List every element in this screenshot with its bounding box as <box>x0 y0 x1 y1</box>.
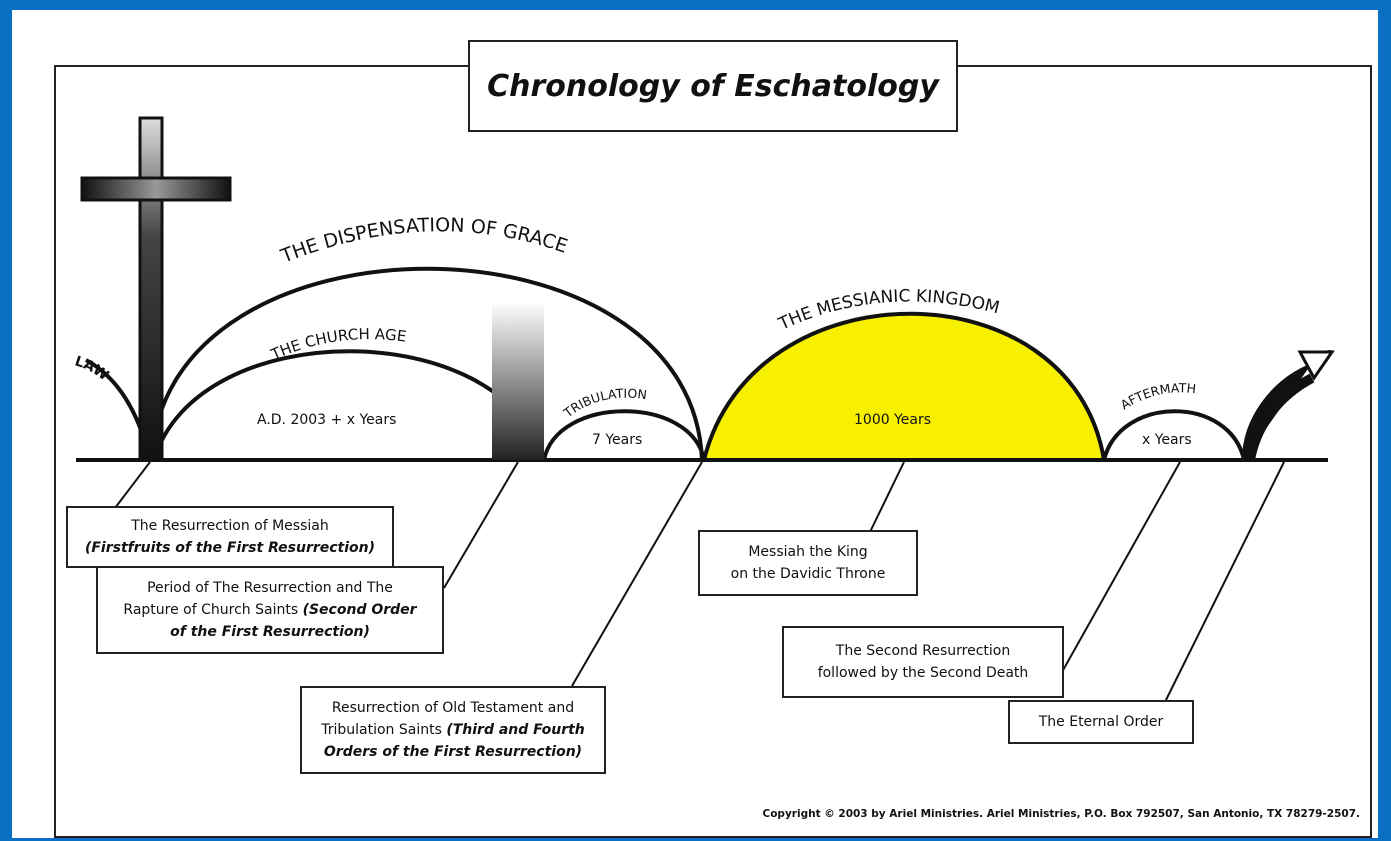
leader-line-rapture <box>443 461 519 589</box>
aftermath-years: x Years <box>1142 432 1192 448</box>
note-eternal-order: The Eternal Order <box>1008 700 1194 744</box>
law-label: LAW <box>73 353 112 384</box>
leader-line-eternal-order <box>1163 461 1285 705</box>
leader-line-messiah-king <box>869 461 905 533</box>
messianic-kingdom-arc <box>701 311 1107 462</box>
tribulation-arc <box>542 409 706 461</box>
note-messiah-king: Messiah the King on the Davidic Throne <box>698 530 918 596</box>
note-resurrection-messiah: The Resurrection of Messiah (Firstfruits… <box>66 506 394 568</box>
note-text: (Second Order <box>302 602 417 618</box>
leader-line-messiah-resurrection <box>114 461 151 509</box>
church-age-years: A.D. 2003 + x Years <box>257 412 396 428</box>
note-line: Resurrection of Old Testament and <box>331 700 575 716</box>
note-line: Orders of the First Resurrection) <box>323 744 583 760</box>
note-line: The Eternal Order <box>1038 714 1164 730</box>
note-line: of the First Resurrection) <box>170 624 370 640</box>
note-line: (Firstfruits of the First Resurrection) <box>84 540 376 556</box>
note-ot-saints: Resurrection of Old Testament and Tribul… <box>300 686 606 774</box>
note-rapture: Period of The Resurrection and The Raptu… <box>96 566 444 654</box>
note-line: Messiah the King <box>748 544 868 560</box>
dispensation-label: THE DISPENSATION OF GRACE <box>277 214 570 268</box>
tribulation-label: TRIBULATION <box>560 386 648 421</box>
note-line: Period of The Resurrection and The <box>147 580 393 596</box>
cross-icon <box>80 116 232 462</box>
copyright-notice: Copyright © 2003 by Ariel Ministries. Ar… <box>762 808 1360 820</box>
note-text: (Third and Fourth <box>446 722 585 738</box>
aftermath-arc <box>1102 409 1246 461</box>
timeline-diagram: LAW THE DISPENSATION OF GRACE THE CHURCH… <box>73 116 1335 705</box>
leader-line-second-resurrection <box>1061 461 1181 673</box>
note-text: Rapture of Church Saints <box>123 602 303 618</box>
note-line: The Second Resurrection <box>835 643 1011 659</box>
note-line: The Resurrection of Messiah <box>131 518 329 534</box>
dispensation-arc <box>150 266 704 461</box>
diagram-canvas: LAW THE DISPENSATION OF GRACE THE CHURCH… <box>12 10 1378 838</box>
tribulation-years: 7 Years <box>592 432 642 448</box>
note-second-resurrection: The Second Resurrection followed by the … <box>782 626 1064 698</box>
rapture-shade <box>492 302 544 460</box>
church-age-arc <box>152 349 546 461</box>
arrow-head-icon <box>1297 350 1335 381</box>
note-line: Rapture of Church Saints (Second Order <box>98 599 442 621</box>
page-title: Chronology of Eschatology <box>468 40 958 132</box>
kingdom-years: 1000 Years <box>854 412 931 428</box>
note-line: on the Davidic Throne <box>730 566 886 582</box>
aftermath-label: AFTERMATH <box>1118 380 1197 412</box>
note-line: Tribulation Saints (Third and Fourth <box>302 719 604 741</box>
note-text: Tribulation Saints <box>321 722 447 738</box>
note-line: followed by the Second Death <box>817 665 1029 681</box>
leader-line-ot-saints <box>571 461 703 687</box>
church-age-label: THE CHURCH AGE <box>267 325 407 364</box>
